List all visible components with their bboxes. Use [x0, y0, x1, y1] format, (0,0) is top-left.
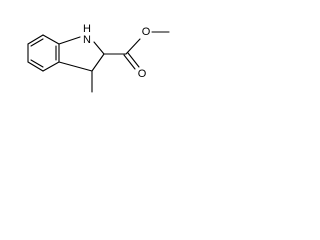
carbonyl-oxygen-label: O [138, 68, 147, 80]
benzene-ring [27, 34, 60, 72]
ester-group [103, 31, 170, 70]
bond-c4-c5 [42, 61, 60, 72]
bond-carbonyl-o-1 [123, 54, 136, 70]
double-bond-inner-1 [30, 38, 44, 47]
hydrogen-label: H [83, 23, 91, 35]
bond-c2-c3 [42, 34, 60, 45]
bond-c2-c3 [91, 53, 105, 72]
bond-carbonyl-o-2 [127, 52, 140, 68]
ester-oxygen-label: O [142, 26, 151, 38]
molecule-structure: N H O O [27, 23, 170, 93]
double-bond-inner-3 [30, 59, 44, 68]
bond-carbonyl-oester [125, 38, 141, 55]
bond-c3a-n [58, 36, 81, 45]
bond-n-c2 [93, 41, 105, 55]
bond-c5-c6 [27, 61, 44, 72]
nitrogen-label: N [83, 34, 91, 46]
pyrrolidine-ring [58, 36, 105, 72]
bond-c1-c2 [27, 34, 44, 45]
bond-c3-c3b [58, 61, 93, 72]
